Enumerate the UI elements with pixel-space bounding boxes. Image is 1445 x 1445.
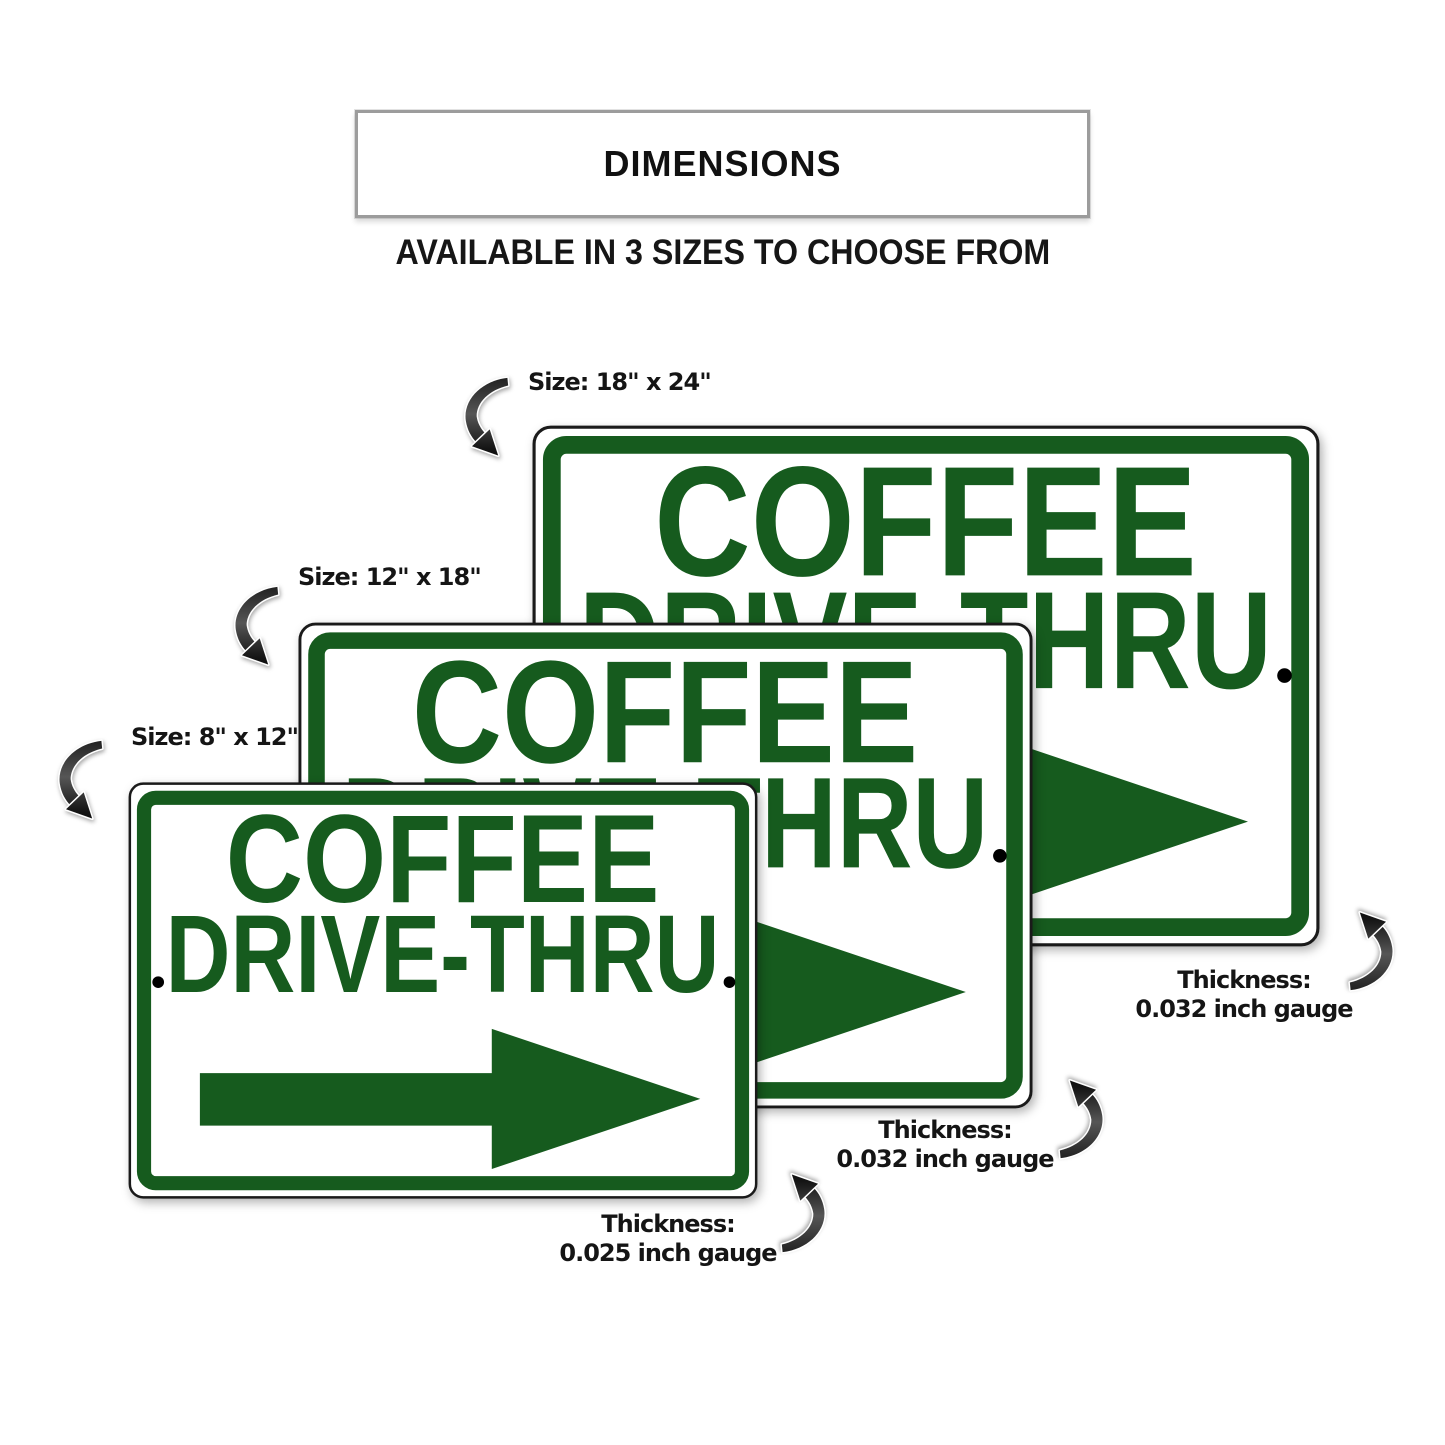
- thickness-title: Thickness:: [601, 1210, 735, 1238]
- subtitle-row: AVAILABLE IN 3 SIZES TO CHOOSE FROM: [0, 233, 1445, 273]
- thickness-value: 0.025 inch gauge: [559, 1239, 777, 1268]
- thickness-title: Thickness:: [1177, 966, 1311, 994]
- thickness-value: 0.032 inch gauge: [836, 1145, 1054, 1174]
- sign-text-line1: COFFEE: [412, 630, 918, 793]
- sign-8x12-small: COFFEE DRIVE-THRU: [128, 782, 758, 1199]
- dimensions-title-box: DIMENSIONS: [355, 110, 1090, 218]
- thickness-label-18x24: Thickness: 0.032 inch gauge: [1124, 966, 1364, 1025]
- sign-text-line2: DRIVE-THRU: [166, 892, 720, 1016]
- sign-border-frame: [136, 790, 750, 1191]
- sizes-subtitle: AVAILABLE IN 3 SIZES TO CHOOSE FROM: [395, 233, 1050, 272]
- size-label-18x24: Size: 18" x 24": [528, 368, 712, 396]
- size-label-8x12: Size: 8" x 12": [131, 723, 299, 751]
- size-label-12x18: Size: 12" x 18": [298, 563, 482, 591]
- mounting-hole-left: [152, 976, 165, 988]
- thickness-title: Thickness:: [878, 1116, 1012, 1144]
- thickness-value: 0.032 inch gauge: [1135, 995, 1353, 1024]
- mounting-hole-right: [1277, 668, 1292, 683]
- sign-text-line1: COFFEE: [226, 789, 660, 929]
- mounting-hole-right: [993, 848, 1007, 863]
- sign-text-line1: COFFEE: [654, 434, 1197, 609]
- page-title: DIMENSIONS: [603, 143, 842, 184]
- thickness-label-12x18: Thickness: 0.032 inch gauge: [825, 1116, 1065, 1175]
- size-pointer-arrow-icon: [222, 583, 302, 683]
- size-pointer-arrow-icon: [46, 737, 126, 837]
- thickness-label-8x12: Thickness: 0.025 inch gauge: [548, 1210, 788, 1269]
- size-pointer-arrow-icon: [452, 374, 532, 474]
- mounting-hole-right: [723, 976, 736, 988]
- right-arrow-icon: [199, 1028, 701, 1169]
